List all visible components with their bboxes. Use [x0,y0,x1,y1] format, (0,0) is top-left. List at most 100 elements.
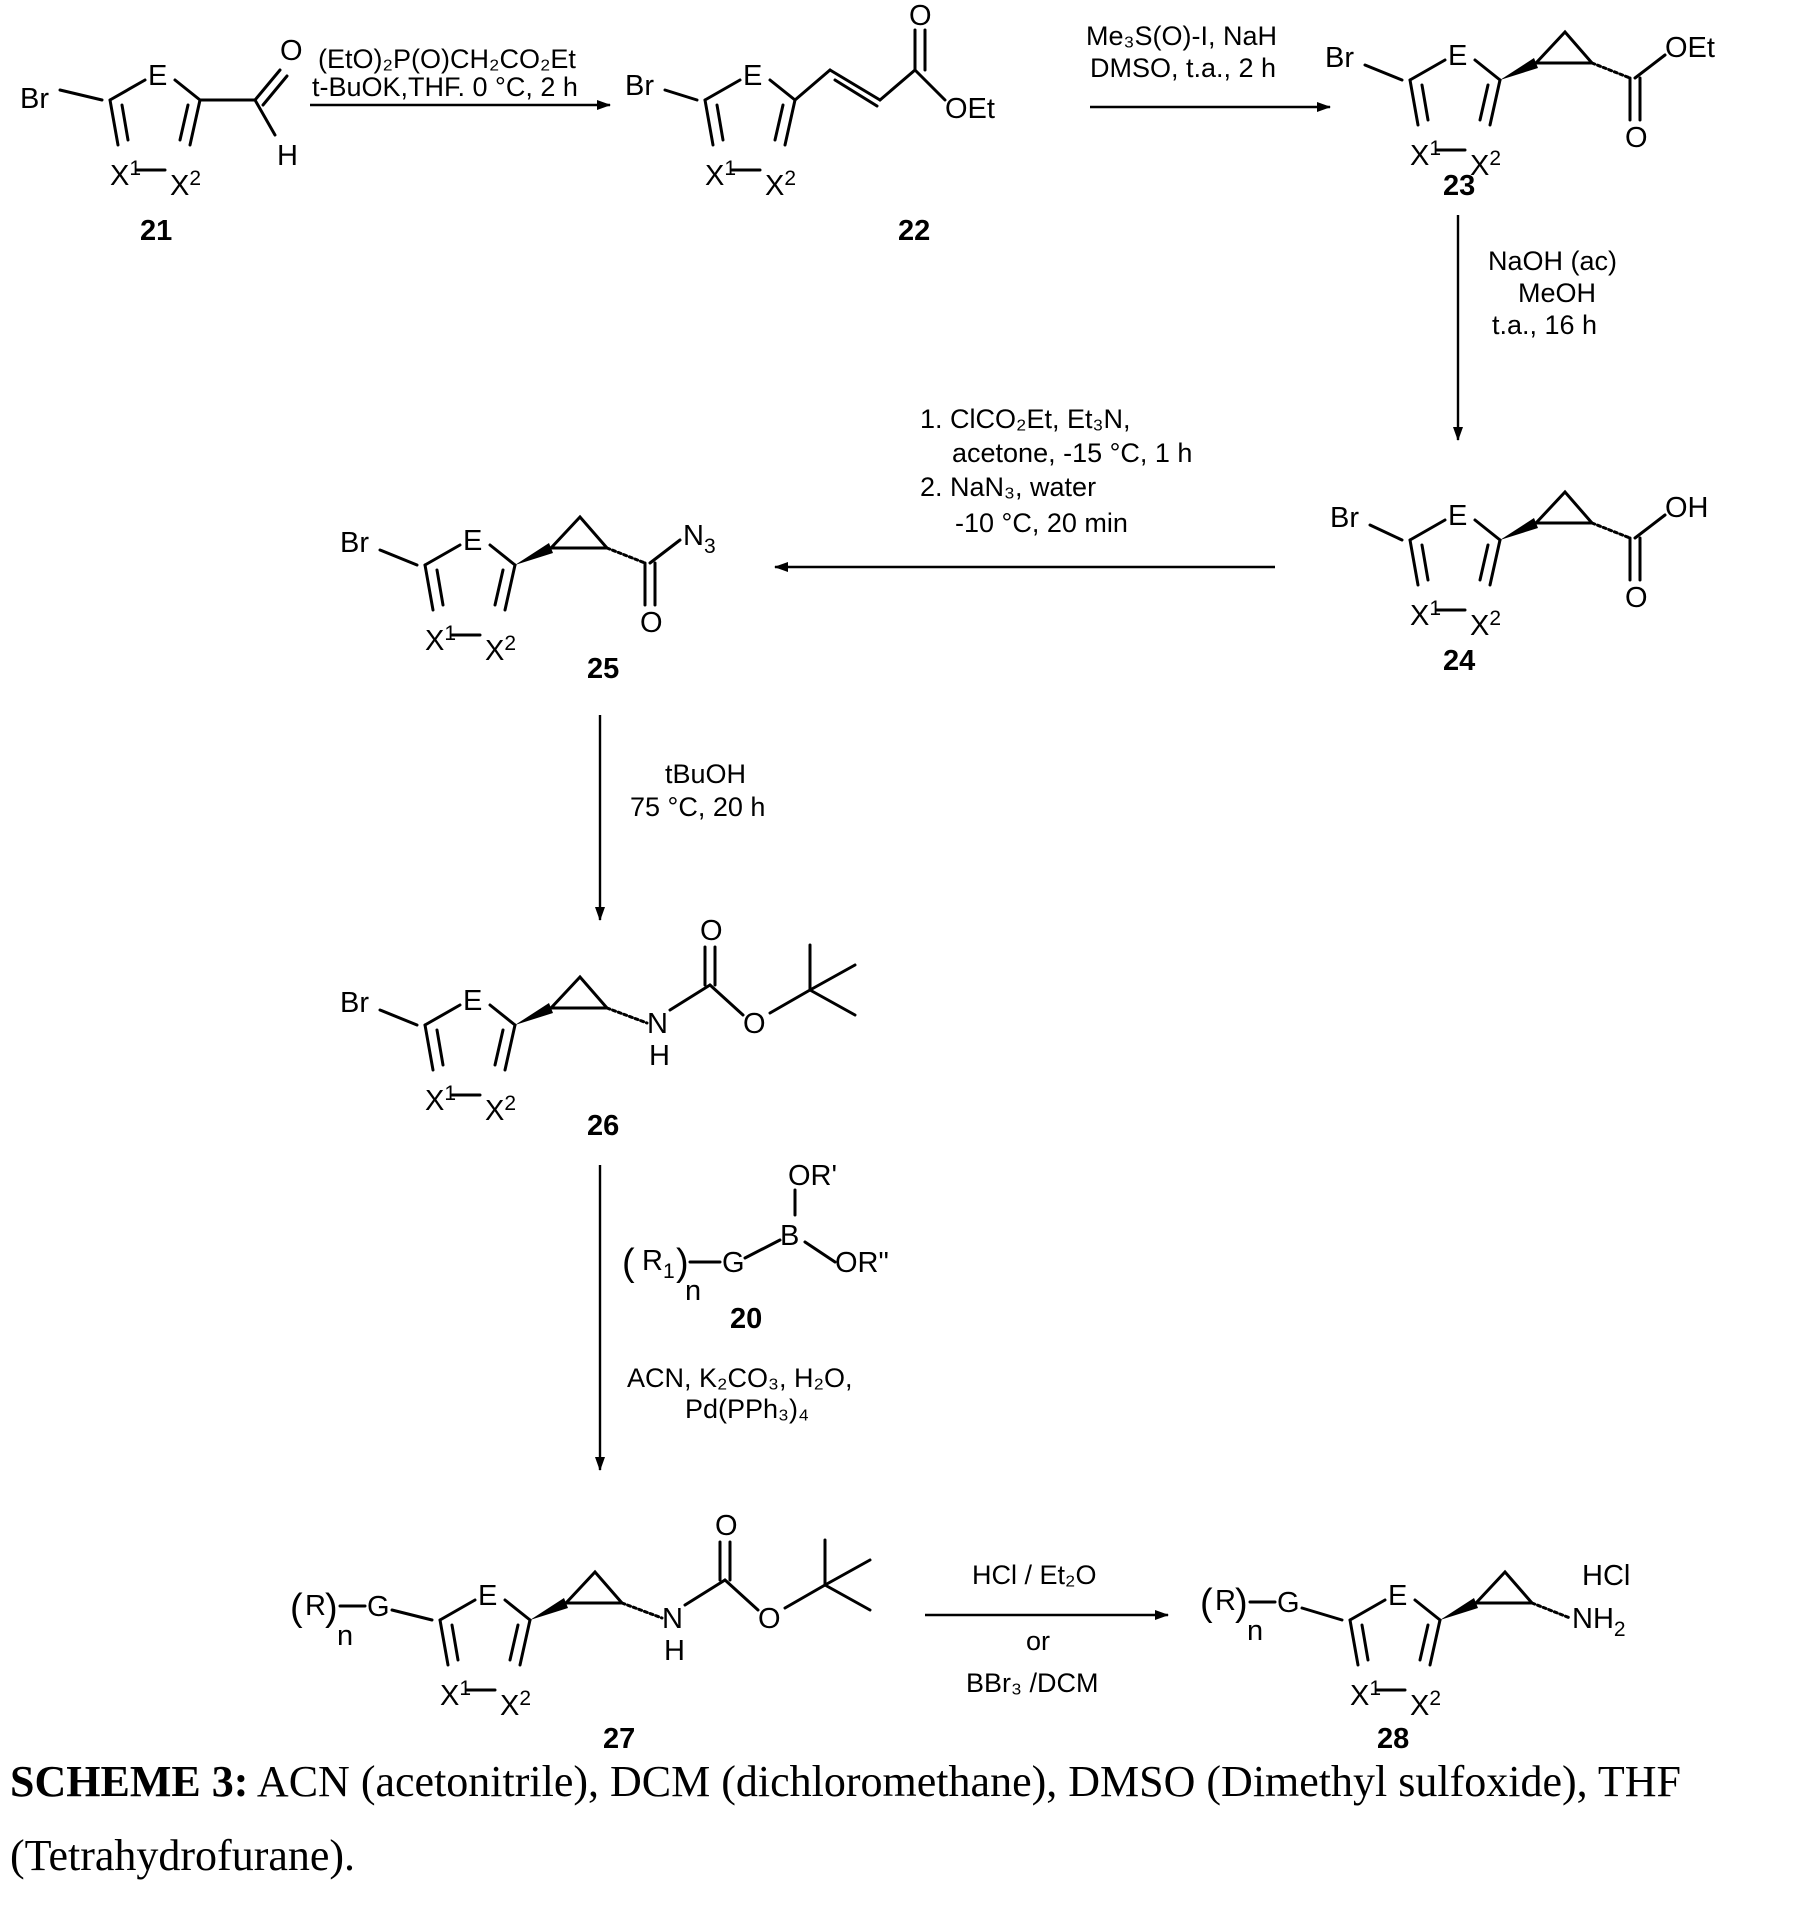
ring-bond [110,100,118,145]
compound-21: Br E X1 X2 O H [20,35,303,202]
amide-h-label: H [649,1040,670,1072]
ester-bond [880,70,915,100]
hashed-bond [622,1603,662,1618]
ring-bond [505,1600,530,1620]
wedge-bond [1500,518,1538,540]
bromine-label: Br [1325,42,1354,74]
step3-reagent-3: t.a., 16 h [1492,310,1597,340]
hashed-bond [1532,1603,1570,1618]
step6-reagent-2: Pd(PPh₃)₄ [685,1394,809,1424]
step2-reagent-2: DMSO, t.a., 2 h [1090,53,1276,83]
ester-oxygen-label: O [758,1603,781,1635]
ring-bond [1410,60,1445,80]
compound-number-23: 23 [1443,170,1475,202]
ring-bond [1475,60,1500,80]
hydroxyl-label: OH [1665,492,1709,524]
wedge-bond [515,543,553,565]
or2-label: OR" [835,1247,889,1279]
ring-bond [785,100,795,145]
carbamate-bond [685,1580,725,1605]
compound-25: Br E X1 X2 O N3 [340,517,716,667]
bromine-label: Br [1330,502,1359,534]
ring-bond [425,1005,460,1025]
r-label: R [1215,1585,1236,1617]
compound-22: Br E X1 X2 O OEt [625,0,995,202]
bromine-label: Br [340,527,369,559]
cyclopropane-ring [1476,1572,1532,1603]
amide-h-label: H [664,1635,685,1667]
compound-23: Br E X1 X2 O OEt [1325,32,1715,182]
ring-bond [440,1600,475,1620]
tbutyl-bond [770,990,810,1013]
cyclopropane-ring [1536,32,1592,63]
aldehyde-double-bond [255,70,280,100]
paren-open: ( [622,1242,635,1284]
compound-number-24: 24 [1443,645,1475,677]
tbutyl-methyl [825,1560,870,1585]
x2-label: X2 [1470,607,1501,642]
boron-label: B [780,1220,799,1252]
heteroatom-e-label: E [743,60,762,92]
aldehyde-h-bond [255,100,275,135]
azide-bond [650,540,680,563]
heteroatom-e-label: E [1388,1580,1407,1612]
compound-20: ( R1 ) n G B OR' OR" 20 [622,1160,889,1335]
ring-bond [425,565,433,610]
ring-double-bond [452,1625,458,1660]
heteroatom-e-label: E [463,985,482,1017]
scheme-caption: SCHEME 3: ACN (acetonitrile), DCM (dichl… [10,1745,1810,1893]
n-label: n [337,1620,353,1652]
ring-bond [770,80,795,100]
ring-bond [1410,80,1418,125]
ring-double-bond [1480,545,1488,580]
carbamate-bond [670,985,710,1010]
hashed-bond [1592,63,1630,78]
hashed-bond [1592,523,1630,538]
x2-label: X2 [485,1092,516,1127]
x1-label: X1 [705,157,736,192]
ethoxy-label: OEt [945,93,995,125]
ring-double-bond [1362,1625,1368,1660]
caption-label: SCHEME 3: [10,1757,248,1806]
vinyl-bond [795,70,830,100]
compound-number-21: 21 [140,215,172,247]
bo-bond [805,1242,835,1262]
ring-bond [520,1620,530,1665]
br-bond [380,1010,417,1025]
x2-label: X2 [485,632,516,667]
x1-label: X1 [1410,597,1441,632]
ring-bond [1490,540,1500,585]
heteroatom-e-label: E [1448,40,1467,72]
aldehyde-double-bond [263,76,287,105]
ring-double-bond [437,1030,443,1065]
x2-label: X2 [765,167,796,202]
tbutyl-bond [785,1585,825,1608]
ring-double-bond [1480,85,1488,120]
ring-bond [1410,520,1445,540]
nitrogen-label: N [647,1008,668,1040]
acid-o-bond [1635,515,1665,538]
br-bond [380,550,417,565]
step6-reagent-1: ACN, K₂CO₃, H₂O, [627,1363,852,1393]
ring-bond [1475,520,1500,540]
step1-reagent-1: (EtO)₂P(O)CH₂CO₂Et [318,44,576,74]
paren-close: ) [1235,1582,1248,1624]
ring-bond [1350,1620,1358,1665]
ethoxy-label: OEt [1665,32,1715,64]
ester-o-bond [915,70,945,100]
heteroatom-e-label: E [463,525,482,557]
x2-label: X2 [170,167,201,202]
heteroatom-e-label: E [1448,500,1467,532]
paren-close: ) [325,1587,338,1629]
ring-double-bond [717,105,723,140]
step4-reagent-1: 1. ClCO₂Et, Et₃N, [920,404,1131,434]
compound-number-20: 20 [730,1303,762,1335]
ring-bond [490,545,515,565]
hashed-bond [607,1008,647,1023]
ring-bond [505,1025,515,1070]
ring-double-bond [437,570,443,605]
n-label: n [1247,1615,1263,1647]
tbutyl-methyl [810,965,855,990]
x2-label: X2 [500,1687,531,1722]
r-label: R [305,1590,326,1622]
